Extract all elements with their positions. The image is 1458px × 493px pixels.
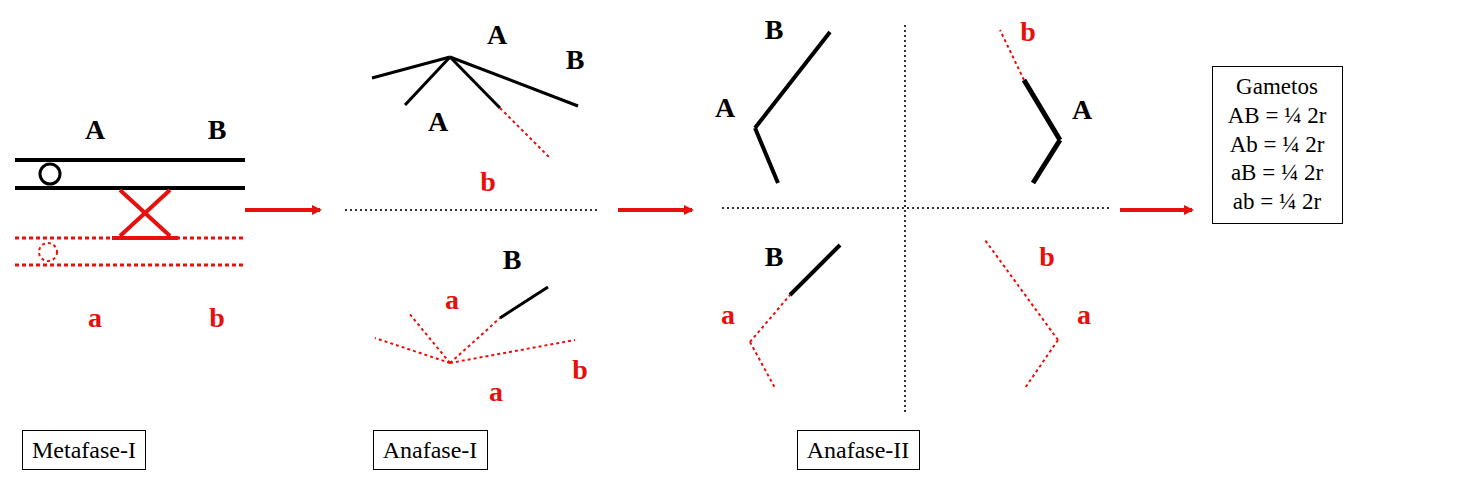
allele-label: a (445, 286, 459, 314)
allele-label: B (503, 246, 522, 274)
stage-label-box: Metafase-I (22, 430, 146, 470)
allele-label: A (1072, 96, 1092, 124)
allele-label: b (1039, 243, 1055, 271)
allele-label: A (715, 94, 735, 122)
allele-label: a (489, 378, 503, 406)
allele-label: B (765, 16, 784, 44)
stage-label-box: Anafase-II (797, 430, 920, 470)
stage-arrow (245, 208, 320, 212)
box-text: Metafase-I (31, 435, 137, 465)
allele-label: B (208, 116, 227, 144)
allele-label: A (428, 108, 448, 136)
allele-label: a (721, 301, 735, 329)
anaphase-two-chromosomes (750, 30, 1060, 388)
box-heading: Gametos (1227, 73, 1328, 102)
division-line (722, 207, 1110, 209)
box-text: Anafase-II (806, 435, 911, 465)
allele-label: b (572, 356, 588, 384)
metaphase-chromosomes (15, 160, 245, 265)
allele-label: B (765, 243, 784, 271)
allele-label: a (88, 304, 102, 332)
stage-arrow (618, 208, 692, 212)
anaphase-one-chromosomes (372, 57, 578, 363)
gametes-box: GametosAB = ¼ 2rAb = ¼ 2raB = ¼ 2rab = ¼… (1212, 66, 1343, 224)
allele-label: A (85, 116, 105, 144)
division-line (904, 25, 906, 415)
division-line (345, 209, 600, 211)
allele-label: B (566, 46, 585, 74)
allele-label: b (1020, 18, 1036, 46)
box-text: Anafase-I (382, 435, 479, 465)
box-text: Ab = ¼ 2r (1227, 131, 1328, 160)
allele-label: a (1077, 301, 1091, 329)
allele-label: A (487, 21, 507, 49)
stage-label-box: Anafase-I (373, 430, 488, 470)
stage-arrow (1120, 208, 1192, 212)
box-text: AB = ¼ 2r (1227, 102, 1328, 131)
allele-label: b (209, 304, 225, 332)
box-text: ab = ¼ 2r (1227, 188, 1328, 217)
box-text: aB = ¼ 2r (1227, 159, 1328, 188)
allele-label: b (480, 168, 496, 196)
